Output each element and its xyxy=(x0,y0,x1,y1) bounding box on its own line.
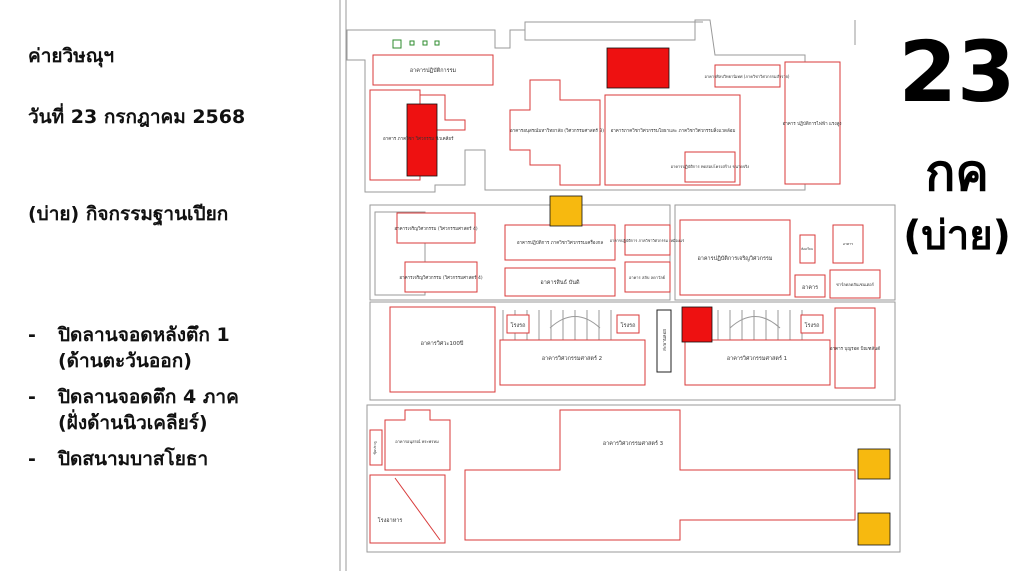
building-eng4a xyxy=(396,212,476,244)
date-badge: 23 กค (บ่าย) xyxy=(890,0,1024,571)
road-outline xyxy=(374,211,426,296)
building-charoen xyxy=(679,219,791,296)
activity-area xyxy=(549,195,583,227)
closure-item-1: - ปิดลานจอดหลังตึก 1 (ด้านตะวันออก) xyxy=(28,322,328,374)
camp-title: ค่ายวิษณุฯ xyxy=(28,45,115,67)
bullet-dash: - xyxy=(28,448,36,470)
building-wr1 xyxy=(506,314,530,334)
map-label: อาคารเจริญวิศวกรรม (วิศวกรรมศาสตร์ 4) xyxy=(394,225,477,232)
map-label: อาคารปฏิบัติการ ภาควิชาวิศวกรรมเครื่องกล xyxy=(517,239,604,246)
building-aakan xyxy=(794,274,826,298)
map-label: อาคาร บุญรอด บิณฑสันต์ xyxy=(830,345,880,352)
bullet-dash: - xyxy=(28,386,36,408)
map-label: อาคารวิศวกรรมศาสตร์ 1 xyxy=(727,355,787,362)
map-label: โรงอาหาร xyxy=(378,516,403,524)
building-eng4b xyxy=(404,261,478,293)
building-gate xyxy=(369,429,383,466)
building-canteen xyxy=(369,474,446,544)
map-label: อาคาร xyxy=(802,285,818,291)
map-label: อาคารอนุสรณ์มหาวิทยาลัย (วิศวกรรมศาสตร์ … xyxy=(510,127,604,134)
curve xyxy=(729,316,781,329)
info-panel: ค่ายวิษณุฯ วันที่ 23 กรกฎาคม 2568 (บ่าย)… xyxy=(0,0,330,571)
building-wr3 xyxy=(800,314,824,334)
building-power xyxy=(784,61,841,185)
building-small1 xyxy=(799,234,816,264)
closed-area xyxy=(681,306,713,343)
road-outline xyxy=(524,21,703,30)
closed-area xyxy=(406,103,438,177)
building-eng3 xyxy=(464,409,856,541)
period-text: (บ่าย) xyxy=(903,213,1011,259)
map-label: อาคาร xyxy=(843,242,853,246)
map-label: สะพานลอย xyxy=(662,329,668,351)
map-label: อาคารภาควิชาวิศวกรรมโยธาและ ภาควิชาวิศวก… xyxy=(611,127,736,134)
map-label: อาคารอนุสรณ์ พระพรหม xyxy=(395,439,439,445)
tree-marker xyxy=(434,40,440,46)
closure-item-2: - ปิดลานจอดตึก 4 ภาค (ฝั่งด้านนิวเคลียร์… xyxy=(28,384,328,436)
green-markers xyxy=(392,39,440,49)
road-outline xyxy=(366,404,901,553)
closure-item-3: - ปิดสนามบาสโยธา xyxy=(28,446,328,472)
building-sin xyxy=(504,267,616,297)
building-metal xyxy=(624,224,671,256)
closure-line: (ฝั่งด้านนิวเคลียร์) xyxy=(58,412,208,434)
building-shrine xyxy=(384,409,451,471)
map-label: ห้องเรียน xyxy=(801,247,813,251)
map-label: อาคาร ปฏิบัติการไฟฟ้า แรงสูง xyxy=(783,121,842,127)
map-label: อาคารวิศวกรรมศาสตร์ 3 xyxy=(603,440,664,447)
map-label: อาคาร ภาควิชา วิศวกรรม นิวเคลียร์ xyxy=(383,135,454,142)
building-mech xyxy=(504,224,616,261)
tree-marker xyxy=(392,39,402,49)
tree-marker xyxy=(422,40,428,46)
closure-line: ปิดลานจอดหลังตึก 1 xyxy=(58,324,230,346)
closure-line: ปิดสนามบาสโยธา xyxy=(58,448,209,470)
building-bridge xyxy=(656,309,672,373)
closure-line: (ด้านตะวันออก) xyxy=(58,350,192,372)
closure-line: ปิดลานจอดตึก 4 ภาค xyxy=(58,386,239,408)
map-label: โรงรถ xyxy=(805,321,820,329)
map-label: ชาร์ลดลดสันเซนเตอร์ xyxy=(836,282,875,287)
building-100 xyxy=(389,306,496,393)
map-label: โรงรถ xyxy=(511,321,526,329)
road-outline xyxy=(346,19,806,193)
day-number: 23 xyxy=(898,23,1016,121)
map-label: อาคารปฏิบัติการรม xyxy=(410,67,457,74)
map-label: อาคารสินธ์ บันดิ xyxy=(540,279,580,286)
date-text: วันที่ 23 กรกฎาคม 2568 xyxy=(28,106,246,128)
bullet-dash: - xyxy=(28,324,36,346)
building-chao xyxy=(829,269,881,299)
building-small2 xyxy=(832,224,864,264)
map-label: อาคารปฏิบัติการเจริญวิศวกรรม xyxy=(697,255,772,262)
activity-text: (บ่าย) กิจกรรมฐานเปียก xyxy=(28,203,229,225)
map-label: อาคารปฏิบัติการ ทดสอบโครงสร้าง ขนาดจริง xyxy=(671,164,750,169)
road-outline xyxy=(674,204,896,301)
building-boon xyxy=(834,307,876,389)
tree-marker xyxy=(409,40,415,46)
building-eng1 xyxy=(684,339,831,386)
road-outline xyxy=(369,301,896,401)
map-label: อาคารวิศวะ100ปี xyxy=(421,340,464,347)
building-anusorn xyxy=(509,79,601,186)
map-label: อาคารปฏิบัติการ ภาควิชาวิศวกรรม เหมืองแร… xyxy=(610,238,684,243)
map-label: ซุ้มประตู xyxy=(373,441,378,455)
map-label: อาคารเจริญวิศวกรรม (วิศวกรรมศาสตร์ 4) xyxy=(399,274,482,281)
building-practice xyxy=(372,54,494,86)
map-label: อาคาร สลับ ลดาวัลย์ xyxy=(629,275,665,280)
curve xyxy=(549,316,601,329)
building-wr2 xyxy=(616,314,640,334)
building-mech-lab xyxy=(684,151,736,183)
parking-stalls xyxy=(502,310,803,340)
campus-map: อาคารปฏิบัติการรม อาคาร ภาควิชา วิศวกรรม… xyxy=(335,0,905,571)
canteen-diagonal xyxy=(394,477,441,541)
closed-area xyxy=(606,47,670,89)
building-salap xyxy=(624,261,671,293)
activity-area xyxy=(857,512,891,546)
building-eng2 xyxy=(499,339,646,386)
map-label: อาคารวิศวกรรมศาสตร์ 2 xyxy=(542,355,602,362)
map-label: อาคารศิลปวิทยานิเทศ (ภาควิชาวิศวกรรมสำรว… xyxy=(705,74,790,79)
map-label: โรงรถ xyxy=(621,321,636,329)
building-survey xyxy=(714,64,781,88)
activity-area xyxy=(857,448,891,480)
month-text: กค xyxy=(925,144,989,202)
